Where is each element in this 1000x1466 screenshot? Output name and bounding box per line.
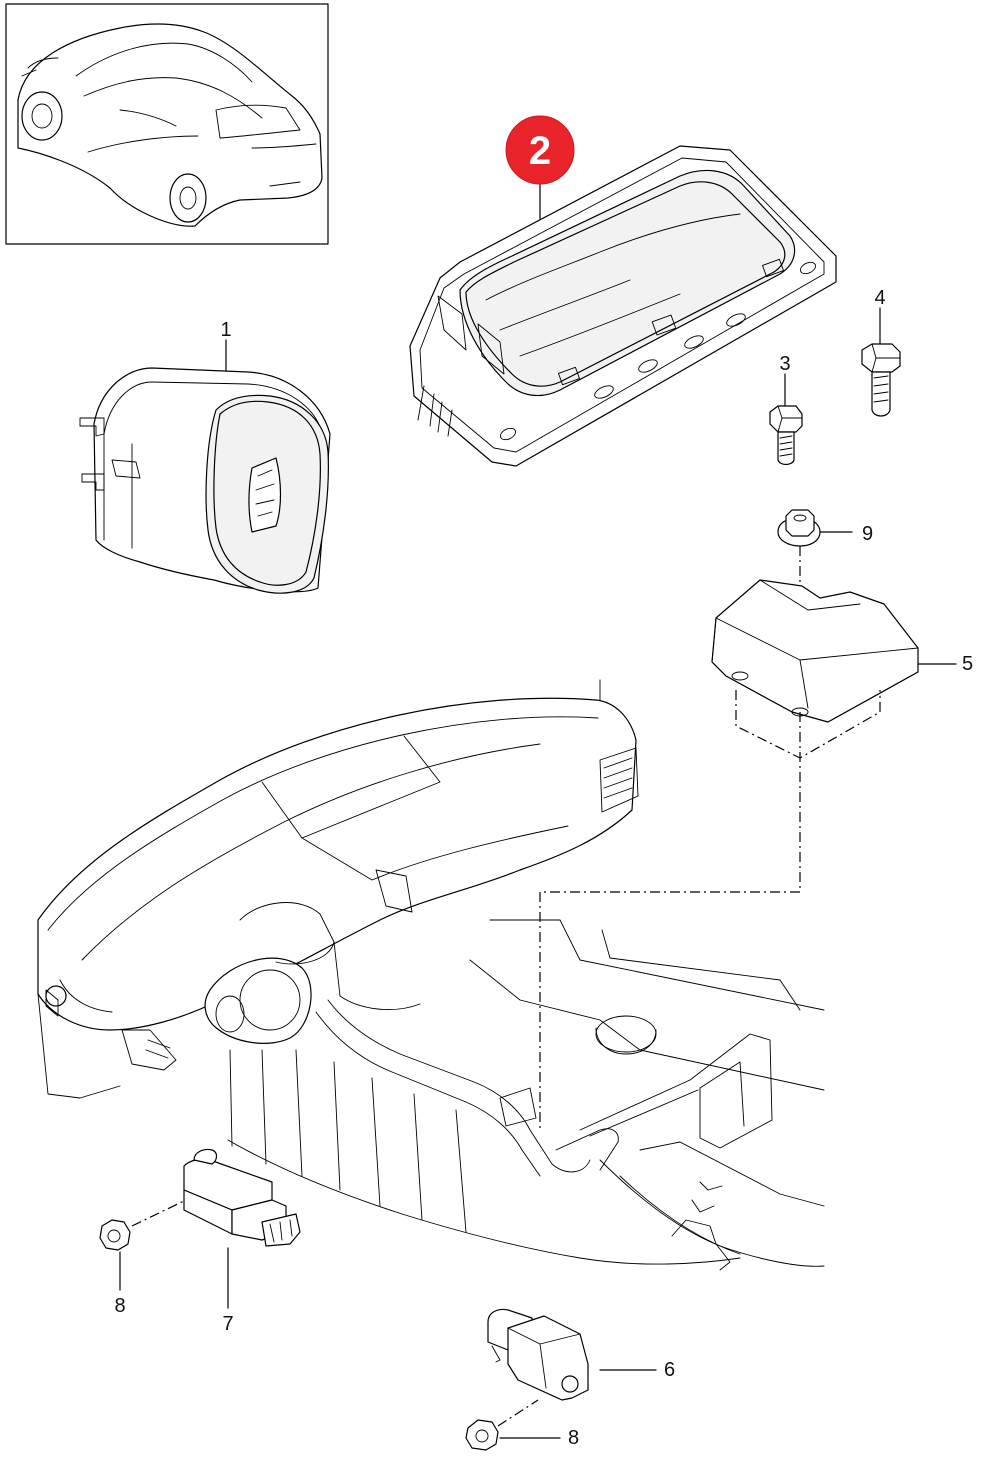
airbag-control-unit-icon — [539, 546, 957, 1132]
part-label-5: 5 — [962, 653, 973, 675]
bolt-icon — [769, 307, 901, 466]
dashboard-icon — [37, 679, 825, 1271]
passenger-airbag-icon — [409, 115, 837, 467]
part-label-3: 3 — [779, 353, 790, 375]
highlight-badge — [505, 115, 575, 185]
part-label-4: 4 — [874, 287, 885, 309]
part-label-2: 2 — [529, 129, 551, 173]
nut-icon — [777, 509, 853, 547]
part-label-8-left: 8 — [114, 1295, 125, 1317]
part-label-6: 6 — [664, 1359, 675, 1381]
part-label-7: 7 — [222, 1313, 233, 1335]
part-label-1: 1 — [220, 319, 231, 341]
crash-sensor-icon — [465, 1308, 657, 1451]
crash-sensor-icon — [99, 1148, 301, 1309]
part-label-8-bottom: 8 — [568, 1427, 579, 1449]
driver-airbag-icon — [79, 339, 331, 594]
part-label-9: 9 — [862, 523, 873, 545]
car-thumbnail-icon — [5, 3, 329, 245]
